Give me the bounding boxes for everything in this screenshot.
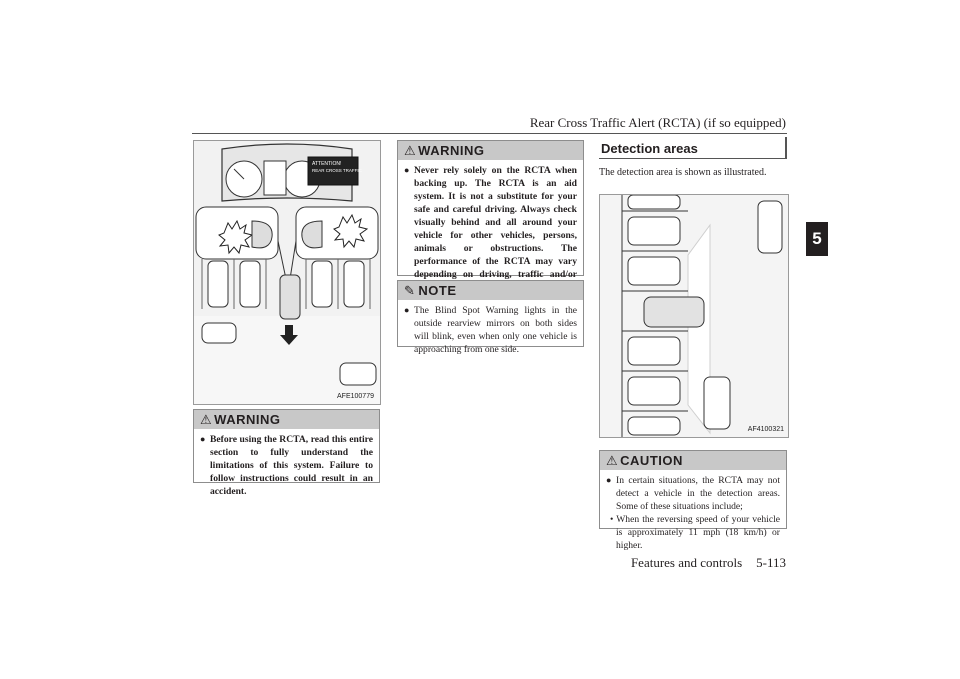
warning-title: WARNING — [418, 143, 485, 158]
bullet-icon: ● — [404, 165, 410, 175]
display-text-1: ATTENTION! — [312, 161, 341, 167]
bullet-icon: ● — [200, 434, 206, 444]
approaching-car-left — [201, 322, 237, 344]
instrument-cluster: ATTENTION! REAR CROSS TRAFFIC — [221, 143, 363, 202]
reverse-arrow-icon — [280, 325, 298, 345]
detection-area-svg — [600, 194, 788, 437]
caution-header: ⚠ CAUTION — [600, 451, 786, 470]
warning-text: Before using the RCTA, read this entire … — [210, 434, 373, 497]
page-number: 5-113 — [756, 555, 786, 570]
figure-label: AFE100779 — [337, 393, 374, 400]
warning-header: ⚠ WARNING — [194, 410, 379, 429]
approaching-car-right — [339, 362, 377, 386]
note-pencil-icon: ✎ — [404, 282, 416, 298]
warning-box-left: ⚠ WARNING ● Before using the RCTA, read … — [193, 409, 380, 497]
figure-label: AF4100321 — [747, 426, 784, 433]
header-rule — [192, 133, 787, 134]
approaching-car-bottom — [703, 376, 731, 430]
caution-title: CAUTION — [620, 453, 683, 468]
left-mirror-callout — [195, 206, 279, 260]
warning-title: WARNING — [214, 412, 281, 427]
page-footer: Features and controls 5-113 — [631, 555, 786, 571]
caution-triangle-icon: ⚠ — [606, 452, 619, 468]
note-box: ✎ NOTE ● The Blind Spot Warning lights i… — [397, 280, 584, 355]
warning-header: ⚠ WARNING — [398, 141, 583, 160]
chapter-tab: 5 — [806, 222, 828, 256]
rcta-illustration: ATTENTION! REAR CROSS TRAFFIC — [193, 140, 381, 405]
warning-text: Never rely solely on the RCTA when backi… — [414, 165, 577, 293]
note-title: NOTE — [418, 283, 457, 298]
note-text: The Blind Spot Warning lights in the out… — [414, 305, 577, 355]
warning-box-mid: ⚠ WARNING ● Never rely solely on the RCT… — [397, 140, 584, 293]
warning-triangle-icon: ⚠ — [404, 142, 417, 158]
note-header: ✎ NOTE — [398, 281, 583, 300]
bullet-icon: ● — [606, 475, 612, 485]
section-body-text: The detection area is shown as illustrat… — [599, 167, 767, 178]
section-heading: Detection areas — [599, 137, 787, 159]
bullet-icon: ● — [404, 305, 410, 315]
page-header-title: Rear Cross Traffic Alert (RCTA) (if so e… — [529, 115, 786, 130]
warning-triangle-icon: ⚠ — [200, 411, 213, 427]
detection-area-illustration: AF4100321 — [599, 194, 789, 438]
caution-box: ⚠ CAUTION ● In certain situations, the R… — [599, 450, 787, 551]
rcta-illustration-svg: ATTENTION! REAR CROSS TRAFFIC — [194, 143, 380, 404]
approaching-car-top — [757, 200, 783, 254]
right-mirror-callout — [295, 206, 379, 260]
footer-section: Features and controls — [630, 555, 743, 570]
display-text-2: REAR CROSS TRAFFIC — [312, 168, 363, 173]
caution-text: In certain situations, the RCTA may not … — [616, 475, 780, 512]
caution-sub-item: • When the reversing speed of your vehic… — [610, 514, 780, 551]
parked-cars — [627, 194, 705, 436]
parked-cars — [207, 260, 365, 320]
